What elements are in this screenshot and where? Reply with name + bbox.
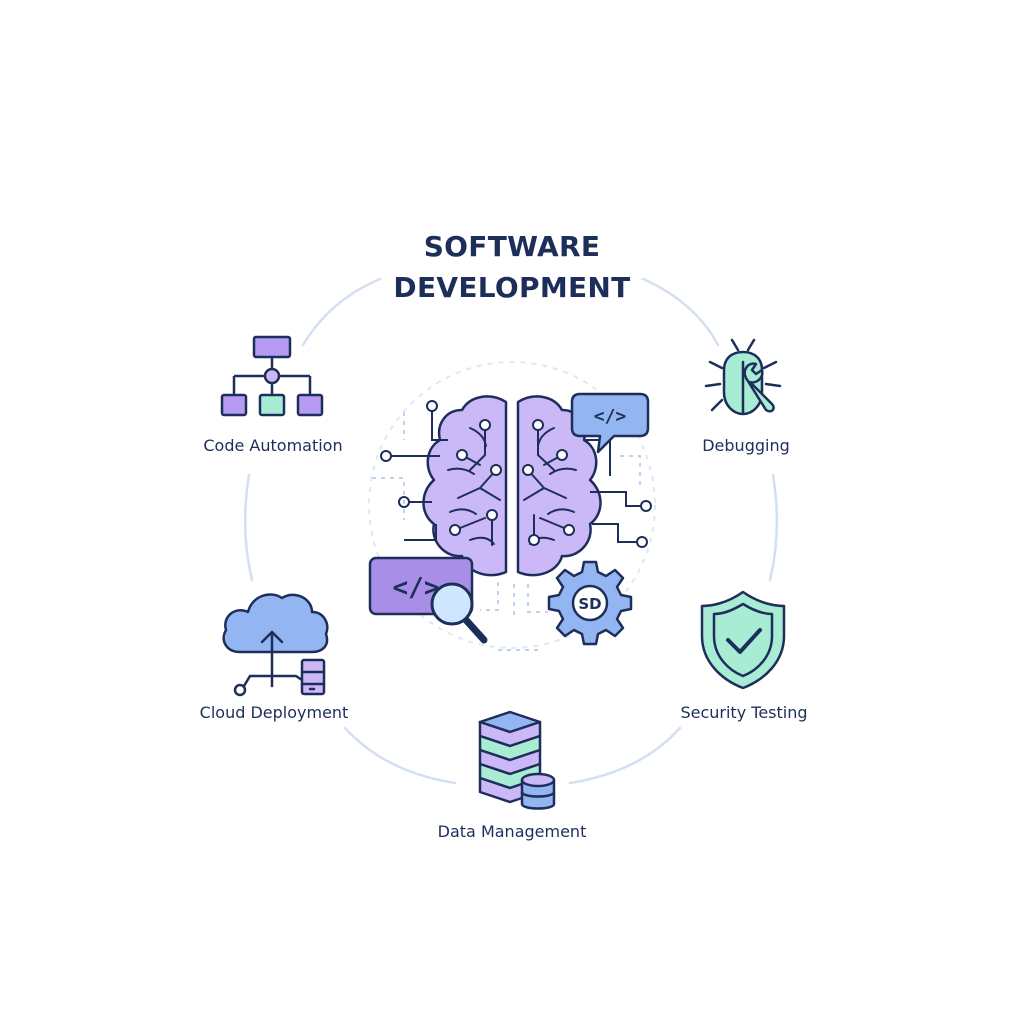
node-label-debugging: Debugging (702, 436, 790, 455)
gear-icon (547, 560, 633, 646)
bug-wrench-icon (704, 338, 782, 416)
node-label-cloud-deployment: Cloud Deployment (199, 703, 349, 722)
node-label-data-management: Data Management (437, 822, 587, 841)
server-stack-database-icon (478, 710, 556, 810)
gear-badge-text: SD (578, 595, 601, 613)
title-line-1: SOFTWARE (423, 230, 601, 263)
shield-check-icon (700, 590, 786, 690)
cloud-upload-server-icon (222, 593, 329, 697)
node-label-code-automation: Code Automation (203, 436, 343, 455)
title-line-2: DEVELOPMENT (393, 271, 631, 304)
circuit-nodes (380, 400, 652, 548)
circuit-traces (388, 410, 646, 543)
inner-dashed-ring (368, 361, 656, 649)
code-bubble-text: </> (594, 406, 627, 427)
dashed-traces (372, 412, 641, 651)
magnifying-glass-icon (430, 582, 488, 644)
node-label-security-testing: Security Testing (680, 703, 808, 722)
flowchart-hierarchy-icon (220, 335, 324, 417)
page-title: SOFTWARE DEVELOPMENT (312, 226, 712, 308)
brain-icon (422, 395, 602, 577)
outer-ring (243, 277, 779, 785)
code-speech-bubble-icon (570, 392, 650, 454)
